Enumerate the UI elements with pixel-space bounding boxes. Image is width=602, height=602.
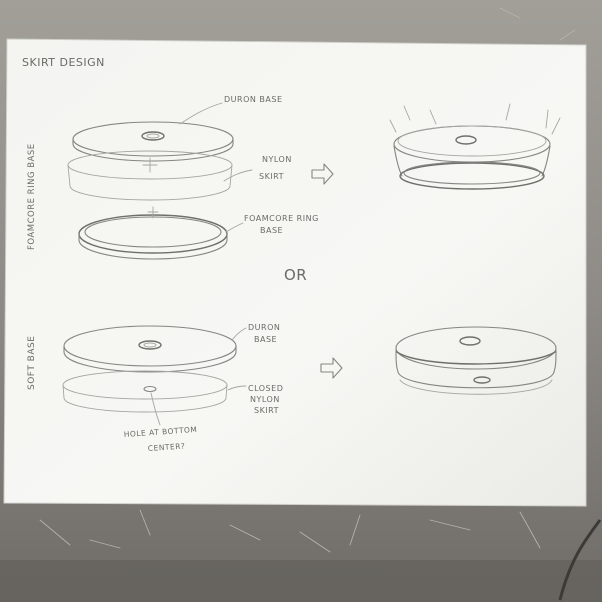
side-label-foamcore-ring-base: FOAMCORE RING BASE — [27, 143, 37, 250]
label-skirt: SKIRT — [259, 172, 284, 181]
label-nylon: NYLON — [262, 155, 292, 164]
label-duron-base-bottom: BASE — [254, 335, 277, 344]
label-closed: CLOSED — [248, 384, 283, 393]
or-divider: OR — [284, 266, 307, 284]
sheet-title: SKIRT DESIGN — [22, 56, 105, 69]
label-foamcore-ring: FOAMCORE RING — [244, 214, 319, 223]
desk-edge-shadow — [0, 560, 602, 602]
label-duron: DURON — [248, 323, 280, 332]
label-skirt-bottom: SKIRT — [254, 406, 279, 415]
label-duron-base: DURON BASE — [224, 95, 283, 104]
side-label-soft-base: SOFT BASE — [27, 336, 37, 390]
label-nylon-bottom: NYLON — [250, 395, 280, 404]
label-foamcore-base: BASE — [260, 226, 283, 235]
